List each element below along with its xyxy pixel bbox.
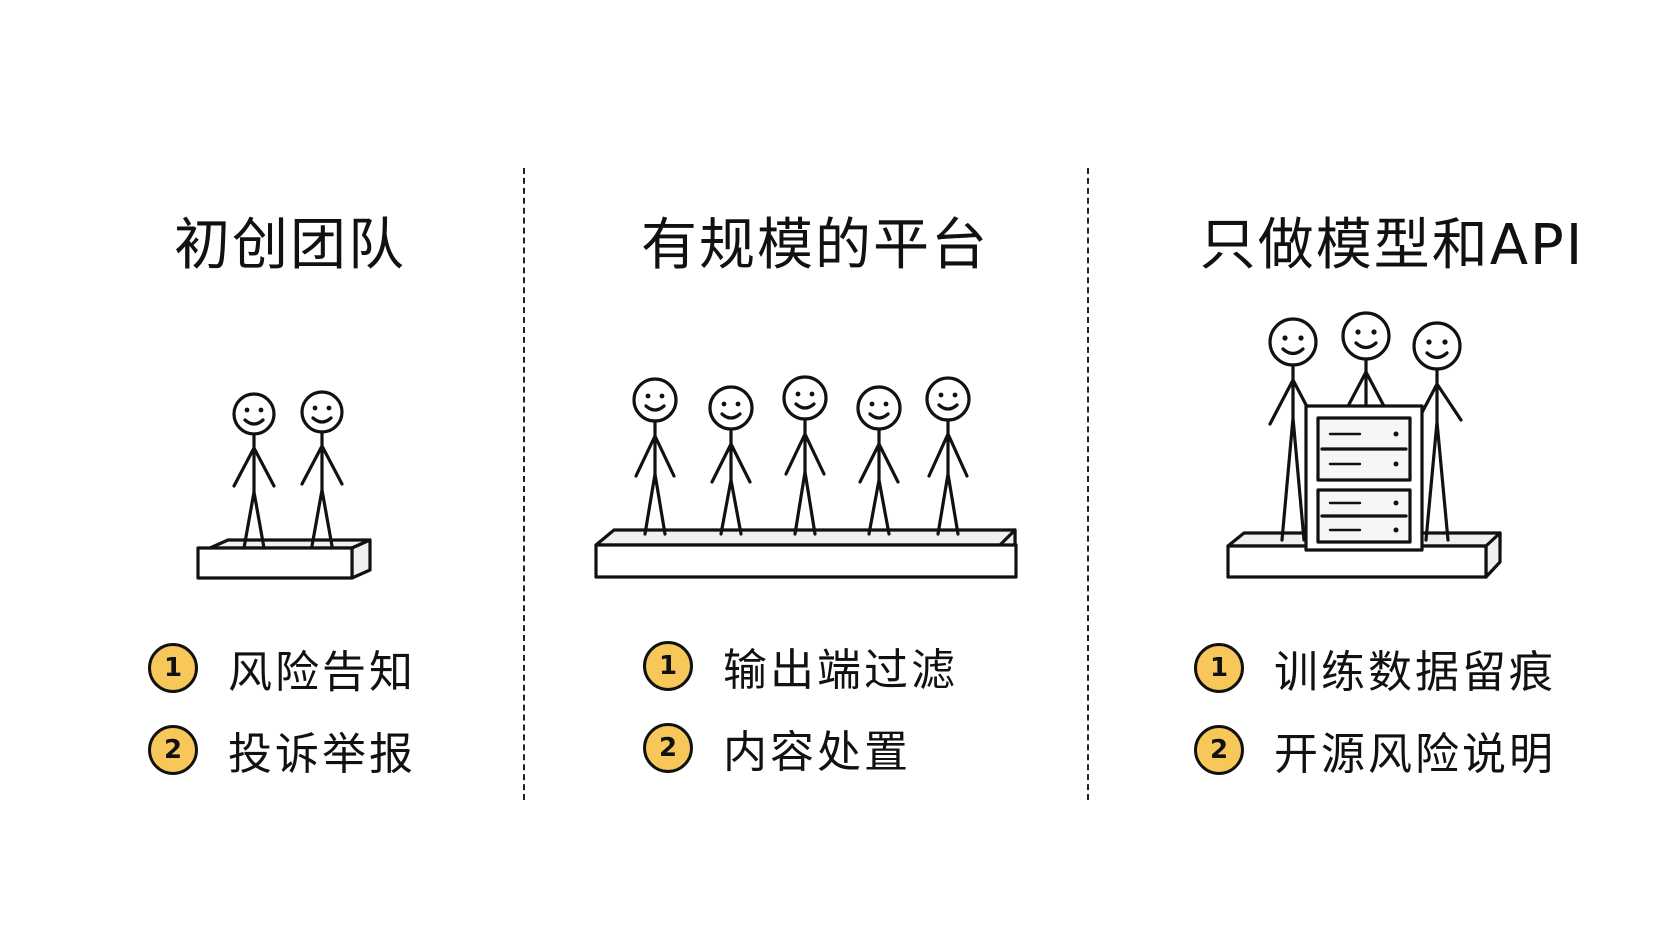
stick-figure-icon [925, 376, 971, 536]
stick-figure-icon [632, 377, 678, 536]
number-badge: 2 [148, 725, 198, 775]
item-label: 风险告知 [228, 647, 416, 698]
number-badge: 2 [643, 723, 693, 773]
item-label: 开源风险说明 [1274, 729, 1556, 780]
server-rack-icon [1304, 404, 1424, 552]
startup-illustration [196, 390, 372, 580]
number-badge: 2 [1194, 725, 1244, 775]
stick-figure-icon [708, 385, 754, 536]
platform-item-2: 2 内容处置 [643, 716, 911, 780]
column-title-model-api: 只做模型和API [1199, 213, 1585, 278]
column-divider-right [1087, 168, 1089, 800]
stick-figure-icon [232, 392, 276, 550]
number-badge: 1 [643, 641, 693, 691]
startup-item-1: 1 风险告知 [148, 636, 416, 700]
stick-figure-icon [1412, 321, 1463, 542]
stick-figure-icon [782, 375, 828, 536]
platform-item-1: 1 输出端过滤 [643, 634, 958, 698]
number-badge: 1 [148, 643, 198, 693]
model-api-item-2: 2 开源风险说明 [1194, 718, 1556, 782]
model-api-item-1: 1 训练数据留痕 [1194, 636, 1556, 700]
item-label: 内容处置 [723, 727, 911, 778]
small-platform [196, 538, 372, 580]
stick-figure-icon [300, 390, 344, 548]
long-platform [594, 528, 1018, 579]
stick-figure-icon [1341, 311, 1391, 412]
stick-figure-icon [856, 385, 902, 536]
model-api-illustration [1226, 311, 1502, 579]
item-label: 训练数据留痕 [1274, 647, 1556, 698]
item-label: 投诉举报 [228, 729, 416, 780]
startup-item-2: 2 投诉举报 [148, 718, 416, 782]
column-divider-left [523, 168, 525, 800]
platform-illustration [594, 375, 1018, 579]
column-title-platform: 有规模的平台 [641, 213, 989, 278]
number-badge: 1 [1194, 643, 1244, 693]
column-title-startup: 初创团队 [174, 213, 406, 278]
stick-figure-icon [1268, 317, 1318, 542]
item-label: 输出端过滤 [723, 645, 958, 696]
